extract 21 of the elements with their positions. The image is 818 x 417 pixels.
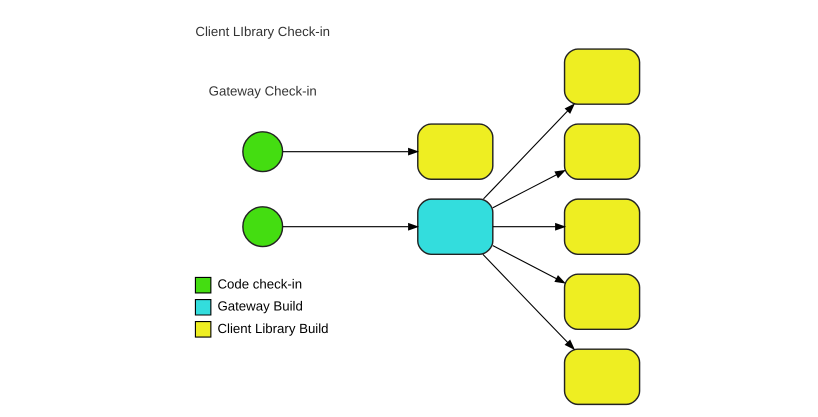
legend-label: Client Library Build: [216, 320, 328, 336]
arrow: [492, 245, 566, 284]
node-box: [563, 348, 640, 406]
node-box: [563, 198, 640, 256]
arrow: [492, 170, 566, 208]
legend-label: Gateway Build: [216, 298, 302, 314]
arrow: [492, 222, 566, 231]
label: Client LIbrary Check-in: [194, 24, 330, 39]
arrow: [482, 254, 575, 350]
node-circle: [242, 131, 283, 172]
node-box: [563, 273, 640, 330]
node-box: [563, 48, 640, 105]
node-box: [416, 198, 494, 256]
arrow: [282, 148, 419, 156]
arrow: [482, 103, 575, 200]
node-box: [416, 123, 494, 180]
label: Gateway Check-in: [208, 84, 316, 98]
arrow: [282, 222, 419, 231]
node-box: [563, 123, 640, 180]
node-circle: [242, 206, 283, 248]
legend-label: Code check-in: [216, 276, 302, 292]
